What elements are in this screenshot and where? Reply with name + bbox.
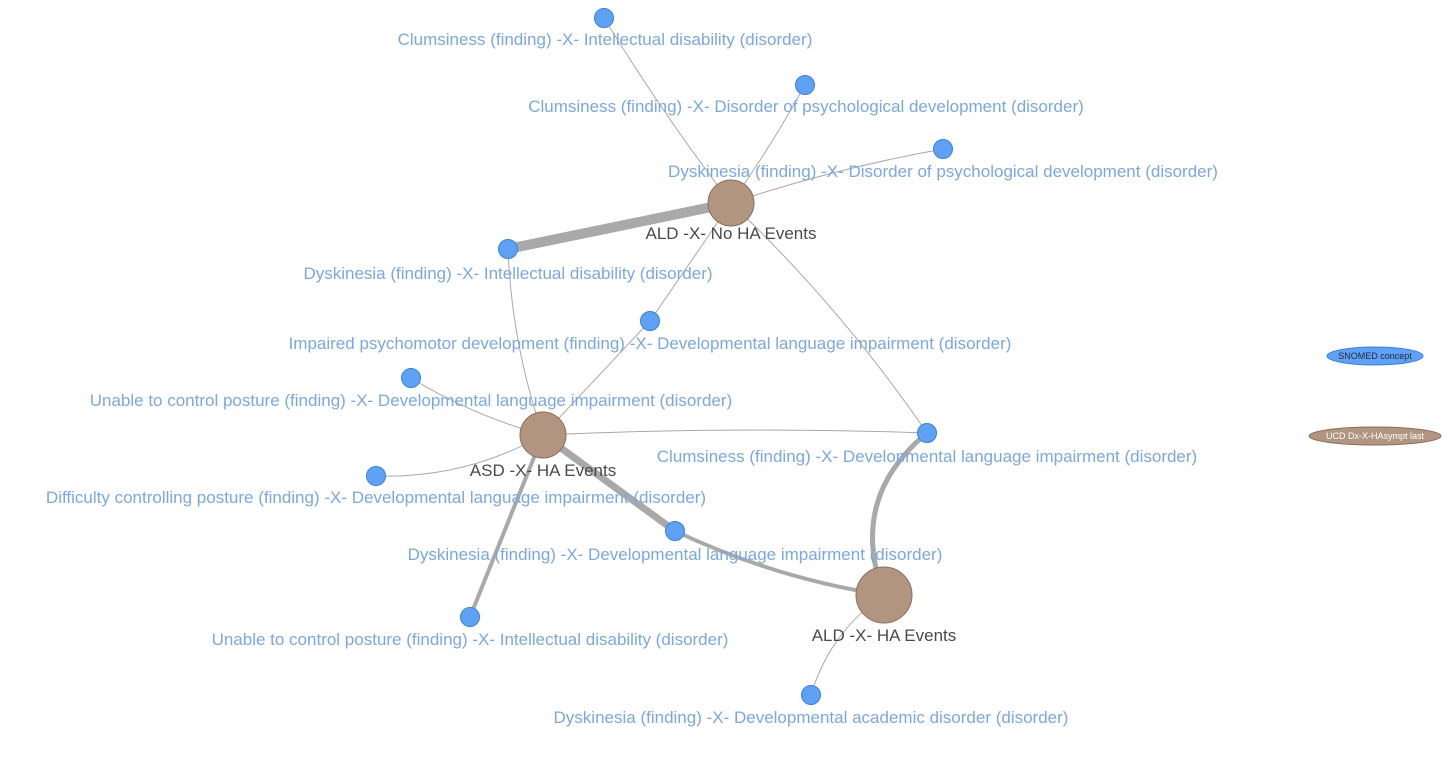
- node-n12[interactable]: [855, 566, 913, 624]
- node-n10[interactable]: [366, 466, 386, 486]
- node-label-n4: ALD -X- No HA Events: [645, 224, 816, 243]
- node-n2[interactable]: [795, 75, 815, 95]
- legend-concept-label: SNOMED concept: [1338, 351, 1412, 361]
- edge-n1-n4[interactable]: [603, 17, 732, 204]
- node-n7[interactable]: [401, 368, 421, 388]
- node-n8[interactable]: [519, 411, 567, 459]
- edge-n13-n8[interactable]: [468, 434, 545, 618]
- node-n13[interactable]: [460, 607, 480, 627]
- legend-item-snomed-concept[interactable]: SNOMED concept: [1326, 346, 1424, 366]
- legend: SNOMED concept UCD Dx-X-HAsympt last: [1308, 346, 1442, 446]
- node-label-n10: Difficulty controlling posture (finding)…: [46, 488, 706, 507]
- edge-n11-n8[interactable]: [540, 432, 678, 534]
- node-n14[interactable]: [801, 685, 821, 705]
- node-n5[interactable]: [498, 239, 518, 259]
- edge-n5-n4[interactable]: [506, 198, 733, 254]
- node-n4[interactable]: [707, 179, 755, 227]
- node-label-n8: ASD -X- HA Events: [470, 461, 616, 480]
- node-label-n5: Dyskinesia (finding) -X- Intellectual di…: [303, 264, 712, 283]
- node-label-n2: Clumsiness (finding) -X- Disorder of psy…: [528, 97, 1084, 116]
- nodes-layer: [366, 8, 953, 705]
- node-label-n11: Dyskinesia (finding) -X- Developmental l…: [408, 545, 943, 564]
- edge-n3-n4[interactable]: [730, 148, 944, 204]
- node-n9[interactable]: [917, 423, 937, 443]
- node-label-n1: Clumsiness (finding) -X- Intellectual di…: [398, 30, 813, 49]
- node-label-n7: Unable to control posture (finding) -X- …: [90, 391, 733, 410]
- node-label-n12: ALD -X- HA Events: [812, 626, 957, 645]
- node-label-n6: Impaired psychomotor development (findin…: [289, 334, 1012, 353]
- labels-layer: Clumsiness (finding) -X- Intellectual di…: [46, 30, 1218, 727]
- legend-event-label: UCD Dx-X-HAsympt last: [1326, 431, 1425, 441]
- node-label-n14: Dyskinesia (finding) -X- Developmental a…: [554, 708, 1069, 727]
- node-n11[interactable]: [665, 521, 685, 541]
- node-n1[interactable]: [594, 8, 614, 28]
- node-label-n9: Clumsiness (finding) -X- Developmental l…: [657, 447, 1197, 466]
- legend-concept-swatch: [1326, 346, 1424, 366]
- node-n6[interactable]: [640, 311, 660, 331]
- node-n3[interactable]: [933, 139, 953, 159]
- node-label-n13: Unable to control posture (finding) -X- …: [212, 630, 729, 649]
- legend-item-ucd-event[interactable]: UCD Dx-X-HAsympt last: [1308, 426, 1442, 446]
- node-label-n3: Dyskinesia (finding) -X- Disorder of psy…: [668, 162, 1218, 181]
- edge-n9-n8[interactable]: [542, 429, 928, 436]
- edge-n9-n4[interactable]: [730, 202, 928, 434]
- legend-event-swatch: [1308, 426, 1442, 446]
